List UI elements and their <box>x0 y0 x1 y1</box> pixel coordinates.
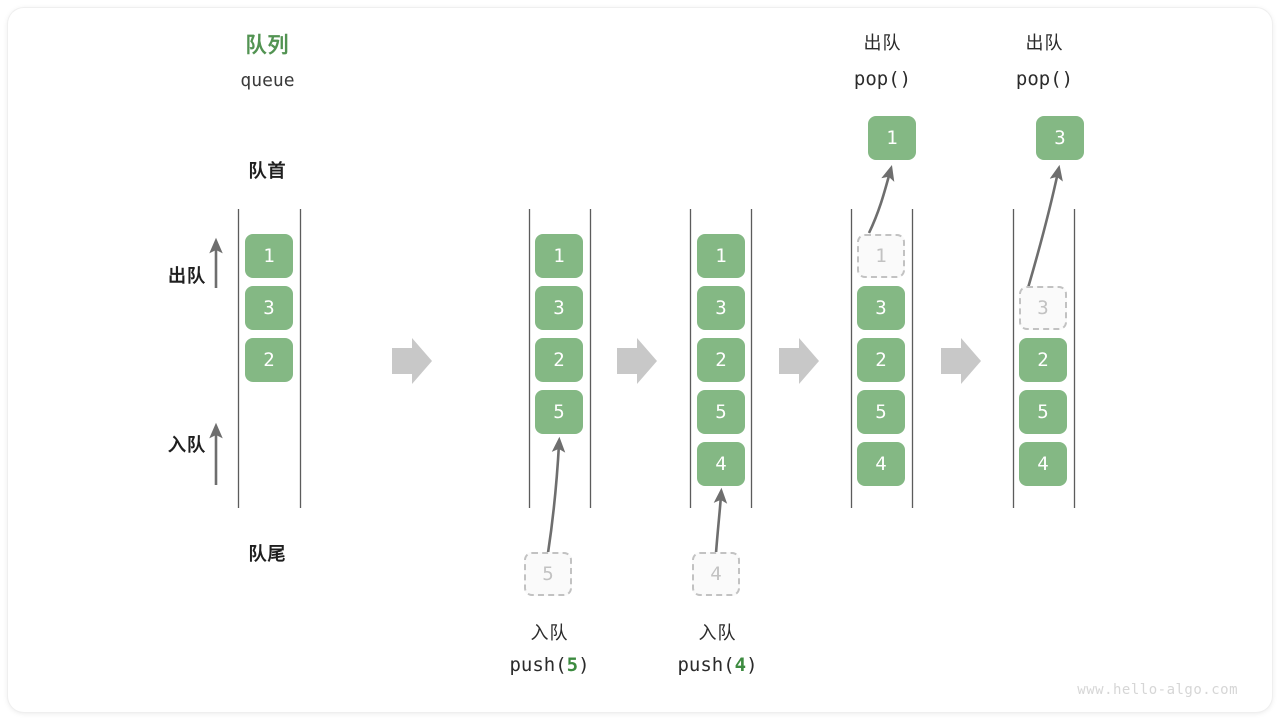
diagram-card <box>8 8 1272 712</box>
pop-caption-cn: 出队 <box>1025 33 1064 53</box>
push-code-prefix: push( <box>677 654 735 676</box>
queue-item: 5 <box>697 390 745 434</box>
enqueue-label: 入队 <box>168 435 206 455</box>
page-title: 队列 <box>245 34 290 57</box>
popped-item: 1 <box>868 116 916 160</box>
queue-item: 1 <box>697 234 745 278</box>
incoming-item-ghost: 4 <box>692 552 740 596</box>
push-code-prefix: push( <box>509 654 567 676</box>
watermark: www.hello-algo.com <box>1077 682 1238 698</box>
queue-item: 5 <box>857 390 905 434</box>
queue-item-ghost: 3 <box>1019 286 1067 330</box>
queue-item: 3 <box>245 286 293 330</box>
queue-item: 1 <box>245 234 293 278</box>
push-caption-code: push(4) <box>655 654 780 678</box>
queue-item: 4 <box>697 442 745 486</box>
push-caption-code: push(5) <box>487 654 612 678</box>
queue-item: 2 <box>697 338 745 382</box>
page-subtitle: queue <box>240 70 295 91</box>
front-label: 队首 <box>248 161 287 181</box>
queue-item: 4 <box>1019 442 1067 486</box>
incoming-item-ghost: 5 <box>524 552 572 596</box>
push-caption-cn: 入队 <box>530 623 569 643</box>
queue-item: 4 <box>857 442 905 486</box>
push-code-value: 5 <box>566 654 579 676</box>
pop-caption-code: pop() <box>1015 68 1074 90</box>
push-code-value: 4 <box>734 654 747 676</box>
push-code-suffix: ) <box>746 654 758 676</box>
pop-caption-cn: 出队 <box>863 33 902 53</box>
queue-item: 3 <box>697 286 745 330</box>
queue-item: 3 <box>535 286 583 330</box>
queue-item-ghost: 1 <box>857 234 905 278</box>
queue-item: 2 <box>1019 338 1067 382</box>
pop-caption-code: pop() <box>853 68 912 90</box>
push-code-suffix: ) <box>578 654 590 676</box>
popped-item: 3 <box>1036 116 1084 160</box>
queue-item: 2 <box>535 338 583 382</box>
queue-item: 2 <box>857 338 905 382</box>
rear-label: 队尾 <box>248 544 287 564</box>
queue-item: 2 <box>245 338 293 382</box>
push-caption-cn: 入队 <box>698 623 737 643</box>
queue-item: 3 <box>857 286 905 330</box>
queue-item: 1 <box>535 234 583 278</box>
queue-item: 5 <box>1019 390 1067 434</box>
dequeue-label: 出队 <box>168 266 206 286</box>
queue-item: 5 <box>535 390 583 434</box>
